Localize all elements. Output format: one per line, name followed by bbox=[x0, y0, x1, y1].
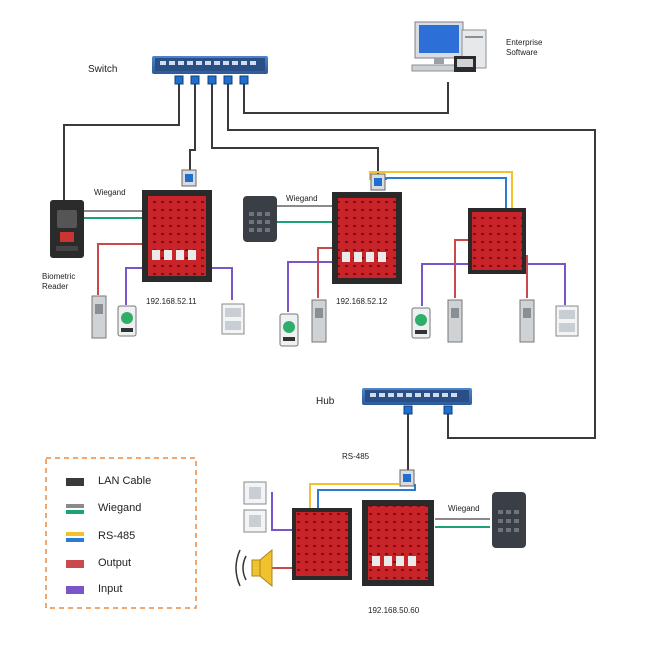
legend-swatch-output bbox=[66, 560, 84, 568]
ip-address-label: 192.168.52.12 bbox=[336, 297, 388, 306]
card-reader-icon bbox=[243, 196, 277, 242]
lan-cables bbox=[63, 82, 596, 470]
legend-swatch-rs485-b bbox=[66, 538, 84, 542]
switch-label: Switch bbox=[88, 64, 118, 75]
wiegand-label: Wiegand bbox=[286, 194, 318, 203]
legend-swatch-rs485-a bbox=[66, 532, 84, 536]
legend-border bbox=[45, 457, 197, 609]
controller-3 bbox=[362, 469, 434, 586]
biometric-reader-icon bbox=[50, 200, 84, 258]
door-sensor-icon bbox=[555, 305, 579, 337]
legend-label-rs485: RS-485 bbox=[98, 530, 136, 542]
ip-address-label: 192.168.52.11 bbox=[146, 297, 197, 306]
rs485-label: RS-485 bbox=[342, 452, 370, 461]
speaker-icon bbox=[235, 548, 273, 588]
expansion-board-1 bbox=[468, 208, 526, 274]
enterprise-software-label: Enterprise Software bbox=[506, 38, 543, 57]
legend-swatch-input bbox=[66, 586, 84, 594]
input-cables bbox=[125, 261, 566, 531]
door-lock-icon bbox=[519, 299, 535, 343]
door-sensor-icon bbox=[221, 303, 245, 335]
biometric-reader-label: Biometric Reader bbox=[42, 272, 76, 291]
input-device-icon bbox=[243, 509, 267, 533]
input-device-icon bbox=[243, 481, 267, 505]
legend-swatch-wiegand-a bbox=[66, 504, 84, 508]
expansion-board-2 bbox=[292, 508, 352, 580]
wiegand-label: Wiegand bbox=[94, 188, 126, 197]
computer-icon bbox=[411, 21, 487, 72]
legend-swatch-lan bbox=[66, 478, 84, 486]
wiegand-label: Wiegand bbox=[448, 504, 480, 513]
network-hub bbox=[362, 388, 472, 415]
door-lock-icon bbox=[91, 295, 107, 339]
door-lock-icon bbox=[311, 299, 327, 343]
legend-swatch-wiegand-b bbox=[66, 510, 84, 514]
output-cables bbox=[97, 239, 528, 569]
card-reader-icon bbox=[492, 492, 526, 548]
door-lock-icon bbox=[447, 299, 463, 343]
hub-label: Hub bbox=[316, 396, 335, 407]
wiegand-cables bbox=[83, 205, 490, 528]
controller-2 bbox=[332, 173, 402, 284]
legend-swatches bbox=[66, 478, 84, 594]
exit-button-icon bbox=[411, 307, 431, 339]
ip-address-label: 192.168.50.60 bbox=[368, 606, 420, 615]
network-switch bbox=[152, 56, 268, 85]
rs485-cables bbox=[309, 171, 513, 510]
legend-label-input: Input bbox=[98, 583, 123, 595]
exit-button-icon bbox=[117, 305, 137, 337]
controller-1 bbox=[142, 169, 212, 282]
legend-label-wiegand: Wiegand bbox=[98, 502, 142, 514]
exit-button-icon bbox=[279, 313, 299, 347]
legend-label-output: Output bbox=[98, 557, 132, 569]
legend-label-lan: LAN Cable bbox=[98, 475, 152, 487]
